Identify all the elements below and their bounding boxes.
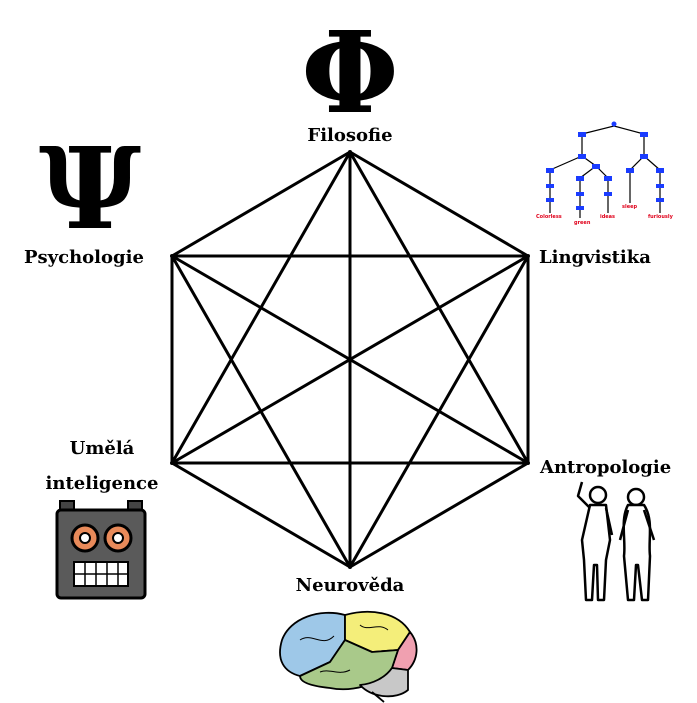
edge-0-1 [350, 152, 528, 256]
label-psychologie: Psychologie [24, 247, 144, 268]
edge-0-5 [172, 152, 350, 256]
vertex-0 [348, 150, 352, 154]
vertex-5 [170, 254, 174, 258]
tree-leaf-4: sleep [622, 204, 637, 210]
tree-leaf-2: green [574, 220, 591, 226]
edge-2-3 [350, 463, 528, 567]
label-umela: Umělá [70, 438, 135, 459]
humans-icon [578, 482, 654, 600]
label-antropologie: Antropologie [539, 457, 671, 478]
label-filosofie: Filosofie [307, 125, 392, 146]
edge-3-5 [172, 256, 350, 567]
vertex-2 [526, 461, 530, 465]
tree-leaf-3: ideas [600, 214, 615, 220]
label-lingvistika: Lingvistika [539, 247, 651, 268]
edge-3-4 [172, 463, 350, 567]
vertex-4 [170, 461, 174, 465]
vertex-1 [526, 254, 530, 258]
brain-icon [280, 612, 417, 702]
tree-leaf-1: Colorless [536, 214, 562, 220]
robot-icon [57, 501, 145, 598]
label-inteligence: inteligence [46, 473, 159, 494]
label-neuroveda: Neurověda [296, 575, 405, 596]
tree-leaf-5: furiously [648, 214, 674, 220]
psi-symbol: Ψ [39, 124, 141, 255]
hexagon-edges [172, 152, 528, 567]
syntax-tree-icon: Colorless green ideas sleep furiously [536, 122, 674, 227]
phi-symbol: Φ [301, 8, 399, 139]
vertex-3 [348, 565, 352, 569]
